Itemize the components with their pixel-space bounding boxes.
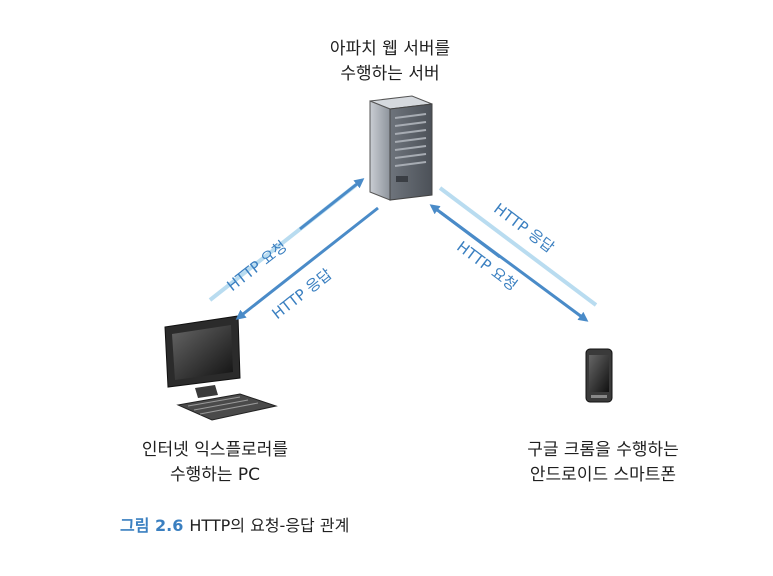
server-label-line1: 아파치 웹 서버를 [329,39,451,59]
pc-response-text: HTTP 응답 [268,265,335,323]
smartphone-icon [585,348,613,403]
phone-label: 구글 크롬을 수행하는 안드로이드 스마트폰 [488,438,718,488]
pc-label-line2: 수행하는 PC [169,465,261,485]
server-label: 아파치 웹 서버를 수행하는 서버 [290,37,490,87]
pc-request-arrow-head [299,178,365,231]
figure-caption-text: HTTP의 요청-응답 관계 [189,516,350,535]
pc-label: 인터넷 익스플로러를 수행하는 PC [100,438,330,488]
phone-request-arrow [438,186,598,307]
phone-label-line1: 구글 크롬을 수행하는 [527,440,679,460]
pc-response-arrow [235,206,379,320]
server-icon [369,95,433,201]
phone-label-line2: 안드로이드 스마트폰 [529,465,677,485]
figure-caption: 그림 2.6 HTTP의 요청-응답 관계 [120,512,349,536]
pc-label-line1: 인터넷 익스플로러를 [141,440,289,460]
phone-request-arrow-head [429,204,501,259]
figure-number: 그림 2.6 [120,516,184,535]
server-label-line2: 수행하는 서버 [340,64,440,84]
phone-response-text: HTTP 응답 [490,200,557,257]
pc-icon [164,315,278,421]
